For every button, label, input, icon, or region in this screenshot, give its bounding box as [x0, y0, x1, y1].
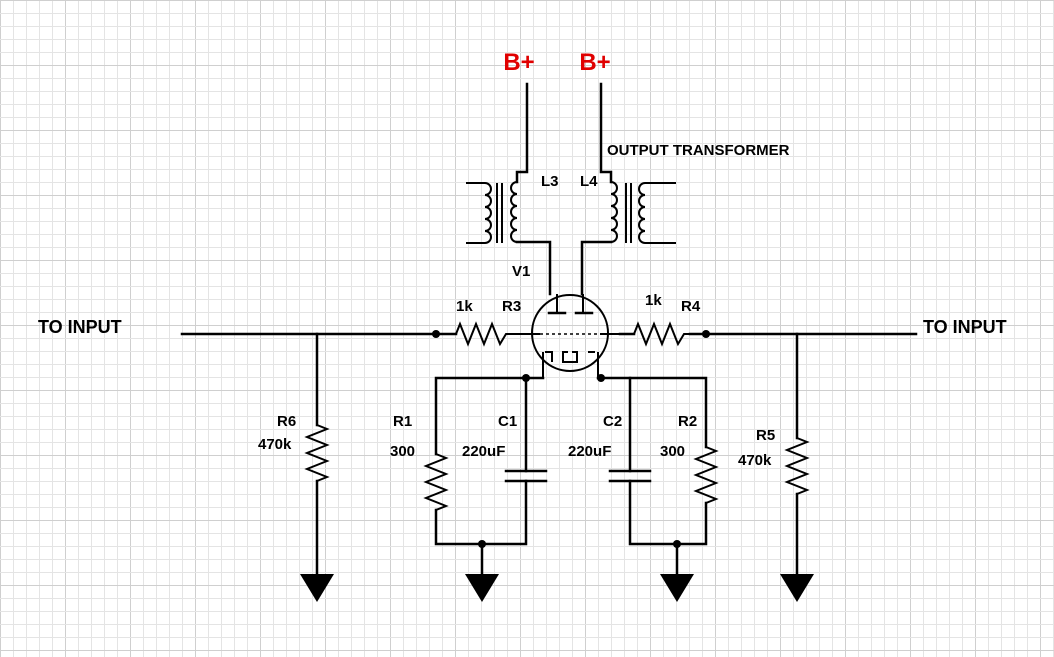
- input-right-label: TO INPUT: [923, 317, 1007, 337]
- tube-v1: [518, 294, 620, 378]
- ground-symbol: [780, 574, 814, 602]
- r6-value-label: 470k: [258, 436, 292, 453]
- l3-label: L3: [541, 173, 559, 190]
- r1-name-label: R1: [393, 413, 412, 430]
- bplus-right-label: B+: [579, 49, 610, 76]
- v1-label: V1: [512, 263, 530, 280]
- ground-symbol: [300, 574, 334, 602]
- r2-value-label: 300: [660, 443, 685, 460]
- bplus-left-label: B+: [503, 49, 534, 76]
- l4-label: L4: [580, 173, 598, 190]
- supply-wires: [515, 82, 613, 184]
- r5-name-label: R5: [756, 427, 775, 444]
- cathode-network-right: [596, 374, 719, 576]
- r3-value-label: 1k: [456, 298, 473, 315]
- r5-value-label: 470k: [738, 452, 772, 469]
- r3-name-label: R3: [502, 298, 521, 315]
- r6-name-label: R6: [277, 413, 296, 430]
- output-transformer-label: OUTPUT TRANSFORMER: [607, 142, 790, 159]
- ground-symbol: [660, 574, 694, 602]
- resistor-r5: [784, 332, 810, 576]
- r1-value-label: 300: [390, 443, 415, 460]
- c2-name-label: C2: [603, 413, 622, 430]
- transformer-l3: [466, 181, 552, 296]
- c1-name-label: C1: [498, 413, 517, 430]
- resistor-r6: [304, 332, 330, 576]
- input-wiring: [180, 321, 918, 347]
- ground-symbols: [300, 574, 814, 602]
- c1-value-label: 220uF: [462, 443, 505, 460]
- r2-name-label: R2: [678, 413, 697, 430]
- r4-name-label: R4: [681, 298, 701, 315]
- input-left-label: TO INPUT: [38, 317, 122, 337]
- transformer-l4: [580, 181, 676, 296]
- r4-value-label: 1k: [645, 292, 662, 309]
- cathode-network-left: [423, 374, 548, 576]
- ground-symbol: [465, 574, 499, 602]
- c2-value-label: 220uF: [568, 443, 611, 460]
